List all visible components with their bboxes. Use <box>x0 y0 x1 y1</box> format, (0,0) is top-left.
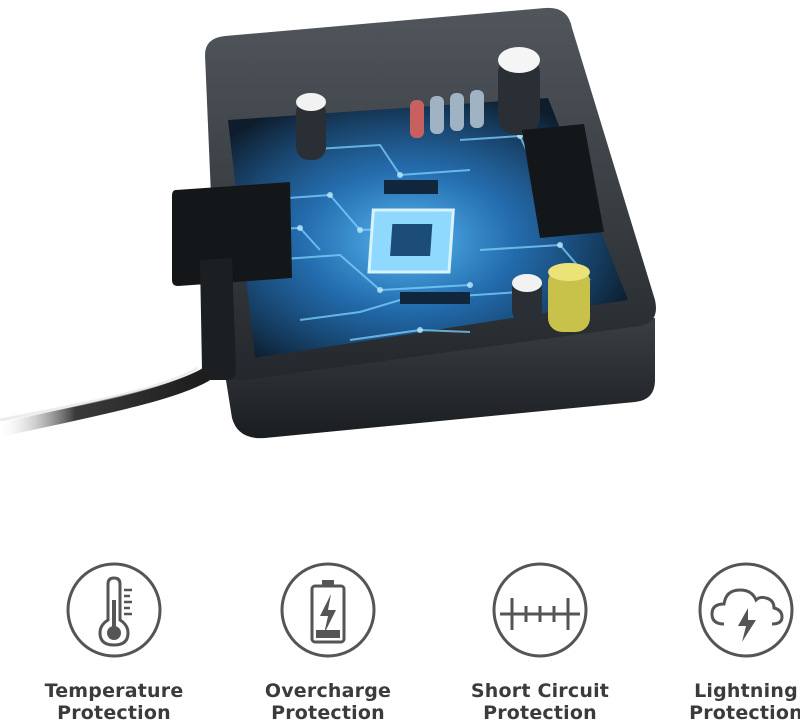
label-line-2: Protection <box>57 702 171 724</box>
feature-overcharge: Overcharge Protection <box>228 560 428 724</box>
feature-label: Short Circuit Protection <box>440 680 640 724</box>
cloud-lightning-icon <box>698 562 794 658</box>
battery-bolt-icon <box>280 562 376 658</box>
feature-label: Overcharge Protection <box>228 680 428 724</box>
feature-label: Lightning Protection <box>646 680 800 724</box>
circuit-icon <box>492 562 588 658</box>
label-line-1: Overcharge <box>264 680 392 702</box>
right-bracket <box>522 124 604 238</box>
capacitors <box>296 47 590 332</box>
label-line-2: Protection <box>483 702 597 724</box>
charger-circuit-photo <box>0 7 656 439</box>
label-line-2: Protection <box>271 702 385 724</box>
feature-temperature: Temperature Protection <box>14 560 214 724</box>
feature-short-circuit: Short Circuit Protection <box>440 560 640 724</box>
power-cable <box>0 361 222 437</box>
label-line-1: Temperature <box>44 680 184 702</box>
label-line-1: Lightning <box>694 680 798 702</box>
feature-label: Temperature Protection <box>14 680 214 724</box>
feature-list: Temperature Protection Overcharge Protec… <box>0 560 800 726</box>
label-line-2: Protection <box>689 702 800 724</box>
feature-lightning: Lightning Protection <box>646 560 800 724</box>
thermometer-icon <box>66 562 162 658</box>
label-line-1: Short Circuit <box>470 680 610 702</box>
